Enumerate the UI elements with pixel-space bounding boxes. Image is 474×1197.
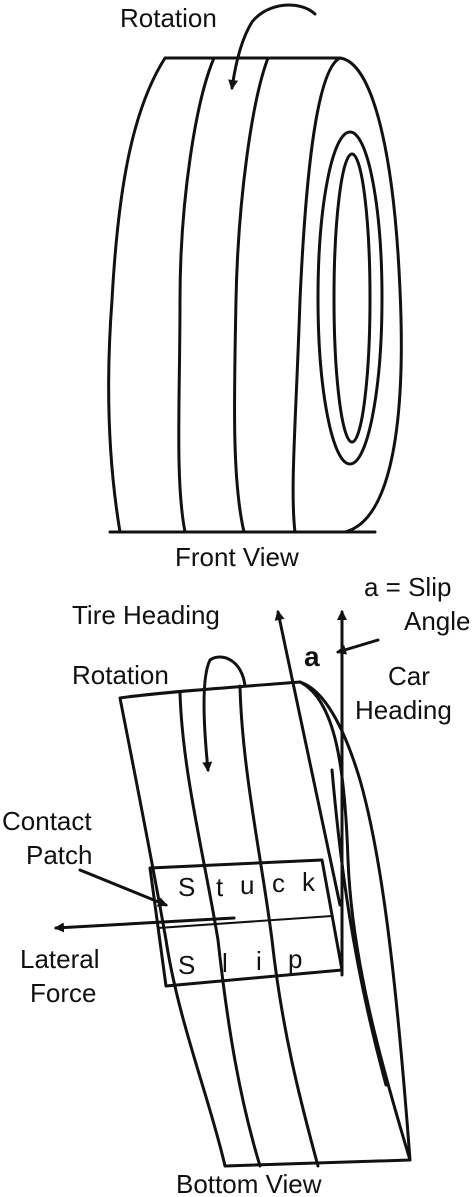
bottom-sidewall-edge xyxy=(298,680,412,1162)
bottom-rotation-label: Rotation xyxy=(72,660,169,690)
car-heading-label-line1: Car xyxy=(388,661,430,691)
contact-patch-label-line1: Contact xyxy=(2,806,92,836)
front-rim-inner xyxy=(332,152,372,444)
stuck-letter: c xyxy=(272,868,285,898)
bottom-view-tire xyxy=(54,610,412,1168)
tire-heading-arrow xyxy=(274,610,342,907)
front-tire-groove-1 xyxy=(177,56,216,534)
front-tire-groove-2 xyxy=(232,56,270,534)
bottom-view-label: Bottom View xyxy=(176,1169,322,1197)
car-heading-label-line2: Heading xyxy=(355,695,452,725)
bottom-groove-1 xyxy=(178,690,262,1168)
slip-letter: l xyxy=(222,948,228,978)
contact-patch-divider xyxy=(157,915,333,929)
stuck-letter: t xyxy=(216,872,224,902)
stuck-letter: k xyxy=(302,867,316,897)
slip-letter: p xyxy=(288,944,302,974)
slip-angle-pointer xyxy=(336,638,380,655)
slip-angle-label-line2: Angle xyxy=(404,606,471,636)
front-rotation-label: Rotation xyxy=(120,3,217,33)
front-view-tire xyxy=(107,3,403,534)
stuck-letter: S xyxy=(178,872,195,902)
stuck-letter: u xyxy=(240,870,254,900)
front-rotation-arrow xyxy=(228,3,317,90)
slip-angle-label-line1: a = Slip xyxy=(364,572,451,602)
lateral-force-arrow xyxy=(54,916,236,933)
bottom-rotation-arrow xyxy=(202,655,247,772)
contact-patch-pointer xyxy=(78,868,168,907)
contact-patch-label-line2: Patch xyxy=(26,840,93,870)
lateral-force-label-line2: Force xyxy=(30,978,96,1008)
bottom-groove-2 xyxy=(238,684,320,1168)
tire-heading-label: Tire Heading xyxy=(72,600,220,630)
front-tire-groove-3 xyxy=(291,56,342,534)
bottom-rim-line xyxy=(330,768,388,1087)
front-view-label: Front View xyxy=(175,542,299,572)
slip-letter: i xyxy=(256,946,262,976)
bottom-tire-outline xyxy=(118,680,412,1168)
slip-letter: S xyxy=(178,950,195,980)
angle-symbol: a xyxy=(304,641,320,672)
front-rim-outer xyxy=(316,130,384,466)
lateral-force-label-line1: Lateral xyxy=(20,944,100,974)
